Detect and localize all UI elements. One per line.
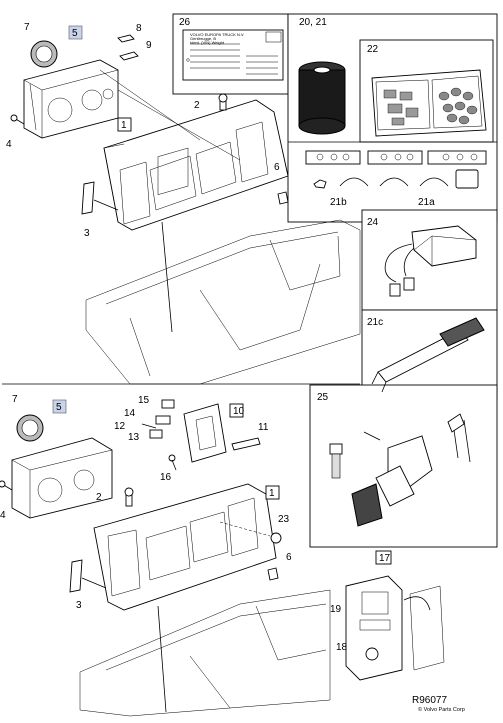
callout-19: 19: [330, 604, 342, 615]
callout-labels: 7 5 8 9 4 2 1 6 3 26 20, 21 22 21b 21a 2…: [0, 17, 435, 653]
callout-26: 26: [179, 17, 191, 28]
callout-7-bot: 7: [12, 394, 18, 405]
parts-bag: [371, 69, 487, 137]
callout-4-top: 4: [6, 139, 12, 150]
callout-3-bot: 3: [76, 600, 82, 611]
plate-line-2: Gentbrugge, B: [190, 36, 216, 41]
callout-23: 23: [278, 514, 290, 525]
callout-18: 18: [336, 642, 348, 653]
callout-21a: 21a: [418, 197, 435, 208]
copyright-notice: © Volvo Parts Corp: [418, 706, 465, 713]
plate-text: VOLVO EUROPA TRUCK N.V. Gentbrugge, B Id…: [190, 32, 244, 45]
callout-21b: 21b: [330, 197, 347, 208]
callout-24: 24: [367, 217, 379, 228]
callout-6-top: 6: [274, 162, 280, 173]
figure-footer: R96077 © Volvo Parts Corp: [412, 695, 465, 713]
callout-box-10: [229, 403, 244, 418]
callout-17: 17: [379, 553, 391, 564]
callout-box-1-top: [117, 117, 132, 132]
callout-14: 14: [124, 408, 136, 419]
instrument-cluster-bottom: [0, 399, 282, 713]
control-unit: [384, 225, 477, 297]
callout-box-17: [375, 550, 392, 565]
terminal-strips: [305, 150, 487, 189]
callout-22: 22: [367, 44, 379, 55]
switch-panel: [345, 575, 445, 681]
callout-4-bot: 4: [0, 510, 6, 521]
dashboard-outline-bottom: [79, 589, 331, 717]
callout-5-bot: 5: [56, 402, 62, 413]
callout-2-bot: 2: [96, 492, 102, 503]
crimp-tool: [371, 317, 485, 393]
callout-15: 15: [138, 395, 150, 406]
callout-8: 8: [136, 23, 142, 34]
callout-1-top: 1: [121, 120, 127, 131]
callout-12: 12: [114, 421, 126, 432]
instrument-cluster-top: [10, 34, 289, 333]
callout-11: 11: [258, 422, 269, 433]
wire-spool: [298, 61, 346, 135]
callout-2-top: 2: [194, 100, 200, 111]
callout-16: 16: [160, 472, 172, 483]
callout-box-5-top: [68, 25, 83, 40]
callout-7-top: 7: [24, 22, 30, 33]
callout-box-1-bot: [265, 485, 280, 500]
callout-10: 10: [233, 406, 245, 417]
callout-box-5-bot: [52, 399, 67, 414]
plate-line-1: VOLVO EUROPA TRUCK N.V.: [190, 32, 244, 37]
callout-3-top: 3: [84, 228, 90, 239]
callout-20-21: 20, 21: [299, 17, 327, 28]
callout-9: 9: [146, 40, 152, 51]
callout-13: 13: [128, 432, 140, 443]
plate-line-3: Ident. (VIN) Weight: [190, 40, 225, 45]
ignition-parts: [329, 413, 471, 527]
figure-reference: R96077: [412, 695, 447, 706]
callout-21c: 21c: [367, 317, 383, 328]
dashboard-outline-top: [2, 219, 361, 385]
callout-25: 25: [317, 392, 329, 403]
id-plate: [182, 29, 284, 81]
callout-5-top: 5: [72, 28, 78, 39]
callout-1-bot: 1: [269, 488, 275, 499]
callout-6-bot: 6: [286, 552, 292, 563]
